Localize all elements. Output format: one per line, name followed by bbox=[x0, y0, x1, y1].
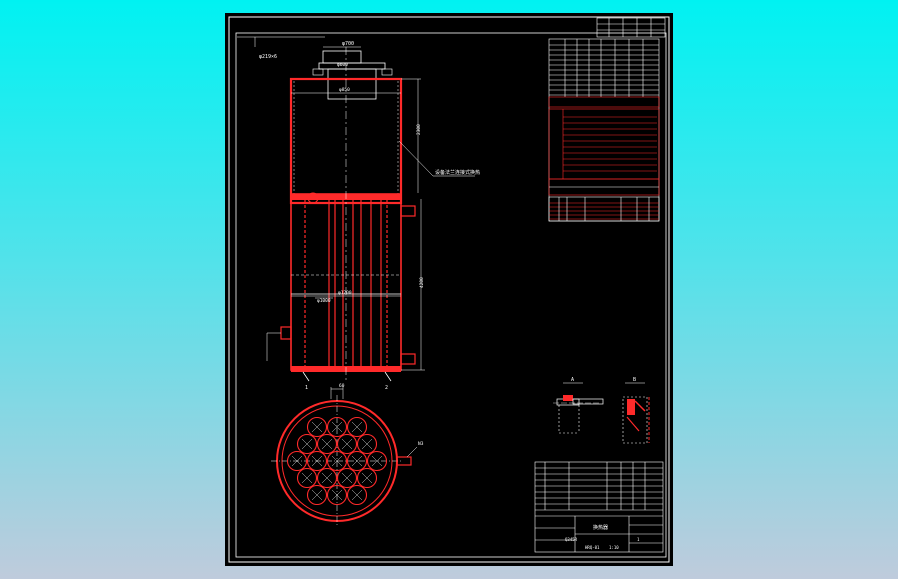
inner-border bbox=[235, 32, 667, 558]
tube-hole bbox=[306, 484, 328, 506]
top-flange bbox=[318, 62, 386, 70]
detail-a: A bbox=[553, 377, 604, 434]
detail-b-label: B bbox=[633, 377, 636, 383]
corner-table bbox=[596, 17, 666, 38]
title-drawing-no: HRQ-01 bbox=[585, 545, 600, 550]
title-scale: 1:10 bbox=[609, 545, 619, 550]
tube-hole bbox=[356, 433, 378, 455]
bottom-right-mark: 2 bbox=[385, 385, 388, 391]
tube-hole bbox=[326, 416, 348, 438]
bundle-inner-dim: φ1000 bbox=[317, 298, 331, 304]
tube-hole bbox=[296, 467, 318, 489]
title-sheet: 1 bbox=[637, 537, 640, 542]
detail-circle bbox=[307, 192, 319, 204]
left-callout: φ219×6 bbox=[259, 54, 277, 60]
total-height: 4200 bbox=[419, 277, 425, 288]
tube-hole bbox=[346, 416, 368, 438]
nozzle-left bbox=[280, 326, 292, 340]
top-cover bbox=[322, 50, 362, 64]
top-neck-dim: φ600 bbox=[337, 62, 348, 68]
tube-hole bbox=[316, 467, 338, 489]
top-flange-dim: φ700 bbox=[342, 41, 354, 47]
dimension-lines bbox=[237, 36, 475, 371]
title-block: 换热器 HRQ-01 1:10 1 Q345R bbox=[565, 524, 640, 550]
tube-hole bbox=[296, 433, 318, 455]
right-callout-height: 2300 bbox=[416, 124, 422, 135]
outer-border bbox=[228, 16, 670, 563]
detail-b: B bbox=[622, 377, 650, 444]
bottom-left-mark: 1 bbox=[305, 385, 308, 391]
upper-shell-dim: φ850 bbox=[339, 87, 350, 93]
plan-top-dim: 60 bbox=[339, 383, 345, 389]
leader-note: 设备法兰连接式换热 bbox=[435, 169, 480, 176]
tube-holes bbox=[286, 416, 388, 506]
tube-hole bbox=[346, 484, 368, 506]
tube-hole bbox=[336, 433, 358, 455]
plan-nozzle-mark: N3 bbox=[418, 441, 424, 447]
tube-bundle-dim: φ1200 bbox=[338, 290, 352, 296]
elevation-view: φ700 φ600 φ850 φ219×6 2300 设备法兰连接式换热 φ12… bbox=[237, 36, 480, 391]
drawing-sheet: φ700 φ600 φ850 φ219×6 2300 设备法兰连接式换热 φ12… bbox=[225, 13, 673, 566]
tube-hole bbox=[306, 450, 328, 472]
detail-a-label: A bbox=[571, 377, 574, 383]
parts-list-table bbox=[534, 461, 664, 553]
tube-hole bbox=[306, 416, 328, 438]
tube-bundle bbox=[304, 200, 388, 366]
technical-data-table bbox=[548, 38, 660, 222]
title-material: Q345R bbox=[565, 537, 578, 542]
top-neck bbox=[327, 68, 377, 100]
tube-hole bbox=[336, 467, 358, 489]
plan-view bbox=[271, 387, 418, 527]
nozzle-lower-right bbox=[400, 353, 416, 365]
tube-hole bbox=[346, 450, 368, 472]
tube-hole bbox=[326, 450, 348, 472]
tube-hole bbox=[286, 450, 308, 472]
cad-drawing: φ700 φ600 φ850 φ219×6 2300 设备法兰连接式换热 φ12… bbox=[228, 16, 670, 563]
plan-nozzle bbox=[396, 456, 412, 466]
tube-hole bbox=[326, 484, 348, 506]
nozzle-upper-right bbox=[400, 205, 416, 217]
tube-hole bbox=[316, 433, 338, 455]
tube-hole bbox=[366, 450, 388, 472]
title-name: 换热器 bbox=[593, 524, 608, 531]
tube-hole bbox=[356, 467, 378, 489]
